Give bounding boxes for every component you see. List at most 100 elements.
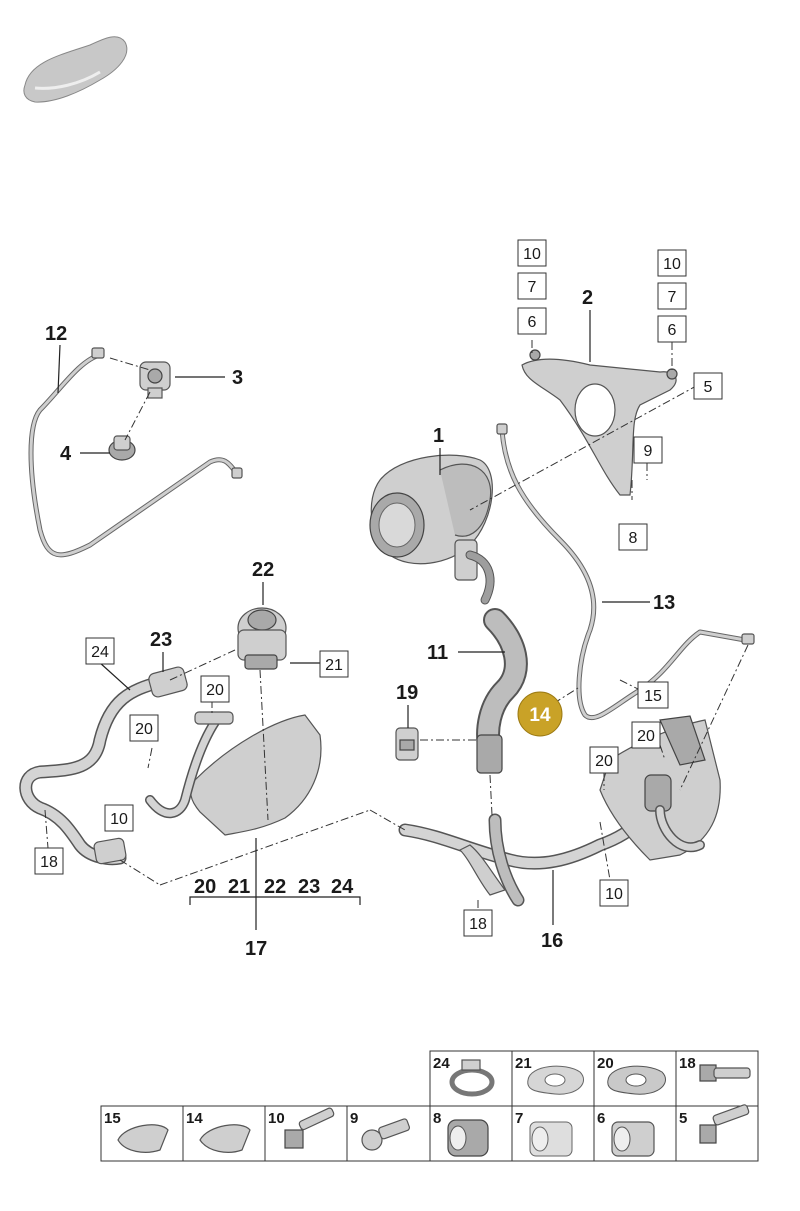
svg-text:10: 10 [110, 811, 128, 828]
table-cell-10: 10 [268, 1110, 285, 1127]
callout-2: 2 [582, 287, 593, 309]
flange-bolt-icon-5 [699, 1104, 750, 1144]
boxed-8: 8 [618, 523, 648, 551]
boxed-15: 15 [637, 681, 669, 709]
bushing-icon-6 [611, 1121, 655, 1157]
ball-stud-icon [361, 1118, 410, 1151]
callout-16: 16 [541, 930, 563, 952]
flange-bolt-icon [699, 1064, 751, 1082]
table-cell-20: 20 [597, 1055, 614, 1072]
table-cell-7: 7 [515, 1110, 523, 1127]
grommet-icon-8 [447, 1119, 489, 1157]
table-cell-9: 9 [350, 1110, 358, 1127]
hose-clamp-icon [449, 1059, 495, 1097]
table-cell-18: 18 [679, 1055, 696, 1072]
table-cell-8: 8 [433, 1110, 441, 1127]
svg-text:10: 10 [605, 886, 623, 903]
boxed-18-left: 18 [34, 847, 64, 875]
callout-13: 13 [653, 592, 675, 614]
gasket-icon [527, 1065, 585, 1095]
hardware-table: 24 21 20 18 15 14 10 9 8 7 6 5 [100, 1050, 759, 1162]
svg-text:20: 20 [135, 721, 153, 738]
boxed-10-top-right: 10 [657, 249, 687, 277]
callout-labels: 1 2 3 4 11 12 13 16 17 19 22 23 [45, 287, 675, 960]
svg-text:24: 24 [91, 644, 109, 661]
table-cell-14: 14 [186, 1110, 203, 1127]
svg-text:5: 5 [704, 379, 713, 396]
valve-block-right [599, 715, 721, 861]
boxed-labels: 10 7 6 10 7 6 5 9 8 15 24 21 20 20 10 18… [34, 239, 723, 937]
group-17-items: 20 21 22 23 24 [194, 876, 354, 898]
table-cell-6: 6 [597, 1110, 605, 1127]
svg-text:7: 7 [668, 289, 677, 306]
pipe-assembly-left [19, 666, 188, 866]
boxed-7-top-right: 7 [657, 282, 687, 310]
svg-text:21: 21 [325, 657, 343, 674]
callout-22: 22 [252, 559, 274, 581]
table-cell-15: 15 [104, 1110, 121, 1127]
callout-17: 17 [245, 938, 267, 960]
group17-item-24: 24 [331, 876, 354, 898]
svg-text:9: 9 [644, 443, 653, 460]
pipe-16 [398, 813, 647, 907]
callout-3: 3 [232, 367, 243, 389]
svg-text:10: 10 [663, 256, 681, 273]
svg-text:20: 20 [637, 728, 655, 745]
svg-text:20: 20 [595, 753, 613, 770]
table-cell-21: 21 [515, 1055, 532, 1072]
svg-text:6: 6 [528, 314, 537, 331]
group17-item-21: 21 [228, 876, 250, 898]
check-valve-19 [395, 727, 419, 761]
callout-12: 12 [45, 323, 67, 345]
damper-4 [108, 435, 136, 461]
boxed-20-d: 20 [589, 746, 619, 774]
callout-19: 19 [396, 682, 418, 704]
group17-item-20: 20 [194, 876, 216, 898]
svg-text:15: 15 [644, 688, 662, 705]
gasket-ribbed-icon [607, 1065, 667, 1095]
callout-4: 4 [60, 443, 72, 465]
boxed-9: 9 [633, 436, 663, 464]
group17-item-22: 22 [264, 876, 286, 898]
callout-14: 14 [529, 705, 551, 726]
boxed-20-a: 20 [200, 675, 230, 703]
heat-shield-17 [145, 711, 322, 836]
boxed-10-right: 10 [599, 879, 629, 907]
boxed-20-c: 20 [631, 721, 661, 749]
leader-lines [57, 310, 650, 930]
svg-text:6: 6 [668, 322, 677, 339]
boxed-21: 21 [319, 650, 349, 678]
vehicle-thumbnail-icon [23, 36, 128, 103]
callout-23: 23 [150, 629, 172, 651]
boxed-10-left: 10 [104, 804, 134, 832]
callout-1: 1 [433, 425, 444, 447]
valve-3 [139, 361, 171, 399]
vacuum-pump-1 [369, 454, 495, 605]
svg-text:18: 18 [40, 854, 58, 871]
bracket-2 [521, 349, 678, 496]
boxed-18-right: 18 [463, 909, 493, 937]
table-cell-5: 5 [679, 1110, 687, 1127]
hose-11 [476, 608, 528, 774]
assembly-lines [44, 340, 749, 908]
callout-11: 11 [427, 642, 448, 664]
svg-text:18: 18 [469, 916, 487, 933]
svg-text:8: 8 [629, 530, 638, 547]
svg-text:10: 10 [523, 246, 541, 263]
boxed-7-top-left: 7 [517, 272, 547, 300]
table-cell-24: 24 [433, 1055, 450, 1072]
boxed-6-top-right: 6 [657, 315, 687, 343]
bushing-icon-7 [529, 1121, 573, 1157]
air-valve-22 [237, 607, 287, 670]
vacuum-line-13 [496, 423, 755, 721]
clip-icon-14 [199, 1124, 251, 1153]
group17-item-23: 23 [298, 876, 320, 898]
boxed-5: 5 [693, 372, 723, 400]
svg-text:7: 7 [528, 279, 537, 296]
bolt-icon-10 [284, 1107, 335, 1149]
svg-text:20: 20 [206, 682, 224, 699]
boxed-6-top-left: 6 [517, 307, 547, 335]
highlight-callout-14[interactable]: 14 [517, 691, 563, 737]
boxed-10-top-left: 10 [517, 239, 547, 267]
